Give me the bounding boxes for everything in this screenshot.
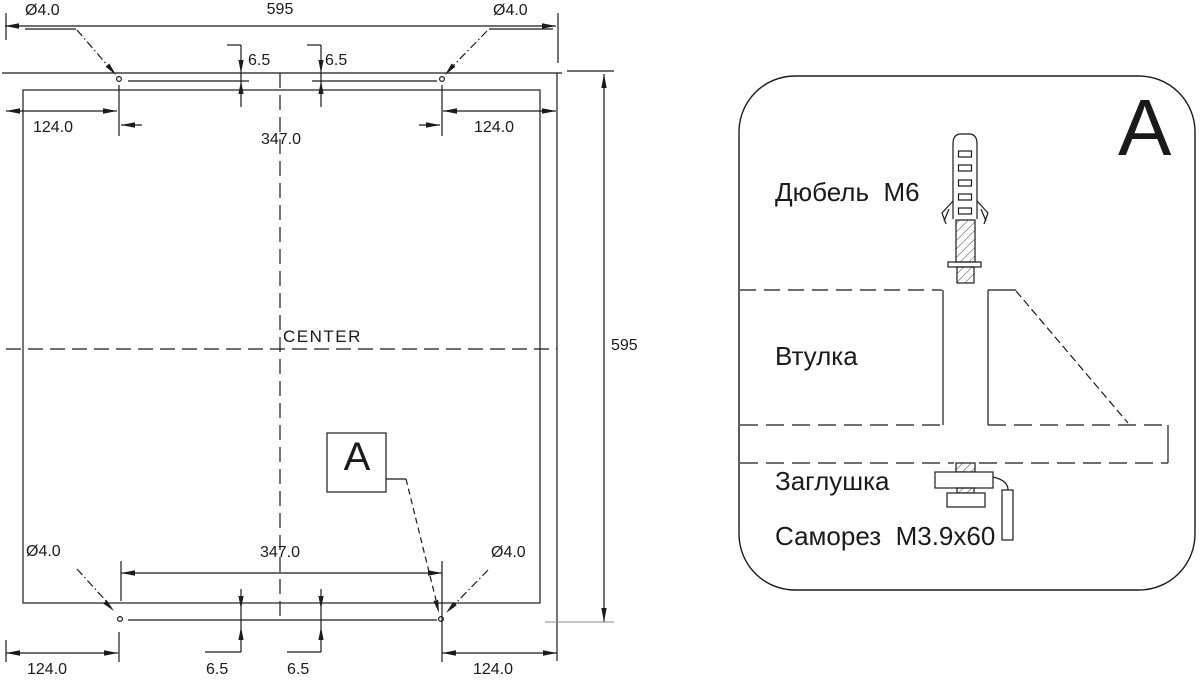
dim-diameter-bottom-right-label: Ø4.0 xyxy=(491,544,526,561)
dim-height-right-label: 595 xyxy=(611,337,638,354)
part-cap-label: Заглушка xyxy=(775,466,890,496)
detail-callout-marker-label: A xyxy=(343,435,371,479)
dim-diameter-top-left-label: Ø4.0 xyxy=(25,2,60,19)
ceiling-line xyxy=(740,289,1129,424)
detail-view-border xyxy=(738,75,1196,591)
centerlines xyxy=(6,73,557,622)
dim-offset-top-right-label: 6.5 xyxy=(325,52,348,69)
dim-diameter-bottom-left-label: Ø4.0 xyxy=(26,543,61,560)
part-screw-label: Саморез М3.9x60 xyxy=(775,521,996,551)
dim-offset-bottom-left-label: 6.5 xyxy=(206,661,229,678)
dim-edge-bottom-left-label: 124.0 xyxy=(27,661,68,678)
center-marker-label: CENTER xyxy=(283,327,362,346)
dim-span-bottom-label: 347.0 xyxy=(259,544,301,561)
hole-leader-lines xyxy=(25,28,553,613)
panel-outline xyxy=(2,72,562,661)
dowel-graphic xyxy=(941,133,989,284)
sleeve-tube xyxy=(942,290,989,425)
dim-span-top-label: 347.0 xyxy=(260,131,302,148)
detail-view-marker-label: A xyxy=(1118,83,1172,172)
dim-offset-top-left-label: 6.5 xyxy=(248,52,271,69)
dim-width-top-label: 595 xyxy=(266,1,294,18)
panel-plate-section xyxy=(740,424,1169,464)
detail-callout xyxy=(326,432,439,613)
dim-diameter-top-right-label: Ø4.0 xyxy=(493,2,528,19)
part-sleeve-label: Втулка xyxy=(775,341,858,371)
dim-offset-bottom-right-label: 6.5 xyxy=(287,661,310,678)
dim-edge-top-left-label: 124.0 xyxy=(33,119,74,136)
dim-edge-bottom-right-label: 124.0 xyxy=(473,661,514,678)
part-dowel-label: Дюбель М6 xyxy=(775,177,920,207)
screw-cap-graphic xyxy=(934,462,1014,541)
dim-edge-top-right-label: 124.0 xyxy=(474,119,515,136)
dimension-lines xyxy=(5,13,614,662)
